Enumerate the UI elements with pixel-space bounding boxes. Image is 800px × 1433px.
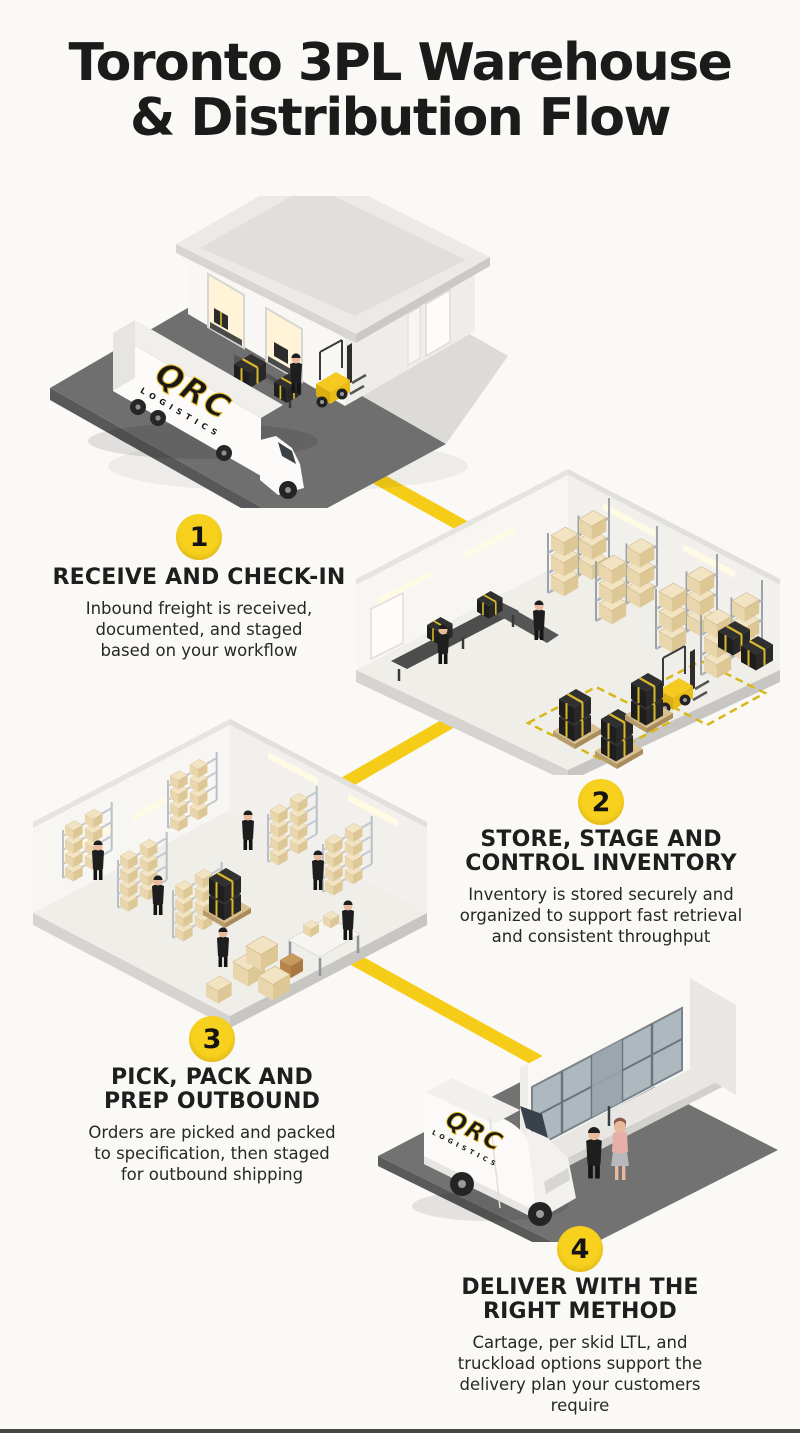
footer-bar bbox=[0, 1429, 800, 1433]
semi-truck: QRC LOGISTICS bbox=[88, 320, 318, 499]
van-windshield bbox=[520, 1106, 548, 1138]
step-3-badge: 3 bbox=[189, 1016, 235, 1062]
truck-cab bbox=[260, 436, 304, 499]
warehouse-building bbox=[176, 196, 490, 406]
step-3-description: Orders are picked and packed to specific… bbox=[88, 1123, 336, 1185]
step-4-number: 4 bbox=[570, 1233, 590, 1265]
step-1-badge: 1 bbox=[176, 514, 222, 560]
step-1-description: Inbound freight is received, documented,… bbox=[85, 599, 313, 661]
storefront-building bbox=[520, 978, 736, 1158]
illustration-receiving-dock: QRC LOGISTICS bbox=[50, 196, 508, 508]
ceiling-light bbox=[463, 526, 515, 560]
step-1-number: 1 bbox=[189, 521, 209, 553]
ceiling-light bbox=[268, 752, 318, 785]
page-title-line2: & Distribution Flow bbox=[129, 88, 672, 149]
page-title-line1: Toronto 3PL Warehouse bbox=[68, 33, 733, 93]
illustration-pick-pack-room bbox=[33, 719, 427, 1028]
step-3-number: 3 bbox=[202, 1023, 222, 1055]
step-4-description: Cartage, per skid LTL, and truckload opt… bbox=[457, 1333, 703, 1416]
step-3-text-block: PICK, PACK AND PREP OUTBOUND Orders are … bbox=[52, 1065, 372, 1186]
warehouse-door bbox=[370, 591, 404, 661]
customer-figure bbox=[611, 1117, 629, 1180]
page-title: Toronto 3PL Warehouse & Distribution Flo… bbox=[0, 33, 800, 149]
illustration-warehouse-interior bbox=[356, 469, 780, 775]
step-2-badge: 2 bbox=[578, 779, 624, 825]
step-2-description: Inventory is stored securely and organiz… bbox=[459, 885, 743, 947]
step-2-text-block: STORE, STAGE AND CONTROL INVENTORY Inven… bbox=[427, 827, 775, 948]
connector-line-3 bbox=[326, 940, 544, 1068]
step-3-title: PICK, PACK AND PREP OUTBOUND bbox=[103, 1065, 321, 1115]
ceiling-light bbox=[379, 570, 431, 604]
illustration-delivery: QRC LOGISTICS bbox=[378, 978, 778, 1242]
dock-door-opening bbox=[207, 272, 245, 350]
step-2-title: STORE, STAGE AND CONTROL INVENTORY bbox=[465, 827, 737, 877]
step-4-title: DELIVER WITH THE RIGHT METHOD bbox=[461, 1275, 699, 1325]
ceiling-light bbox=[348, 794, 398, 827]
ceiling-light bbox=[683, 544, 735, 578]
packing-bench bbox=[286, 910, 362, 976]
step-1-title: RECEIVE AND CHECK-IN bbox=[52, 565, 346, 590]
step-1-text-block: RECEIVE AND CHECK-IN Inbound freight is … bbox=[40, 565, 358, 662]
ceiling-light bbox=[603, 503, 655, 537]
warehouse-roof bbox=[176, 196, 490, 343]
storefront-door bbox=[592, 1039, 622, 1118]
step-4-badge: 4 bbox=[557, 1226, 603, 1272]
step-2-number: 2 bbox=[591, 786, 611, 818]
delivery-van: QRC LOGISTICS bbox=[412, 1078, 576, 1226]
floor-marking-zone bbox=[640, 659, 768, 727]
step-4-text-block: DELIVER WITH THE RIGHT METHOD Cartage, p… bbox=[420, 1275, 740, 1417]
